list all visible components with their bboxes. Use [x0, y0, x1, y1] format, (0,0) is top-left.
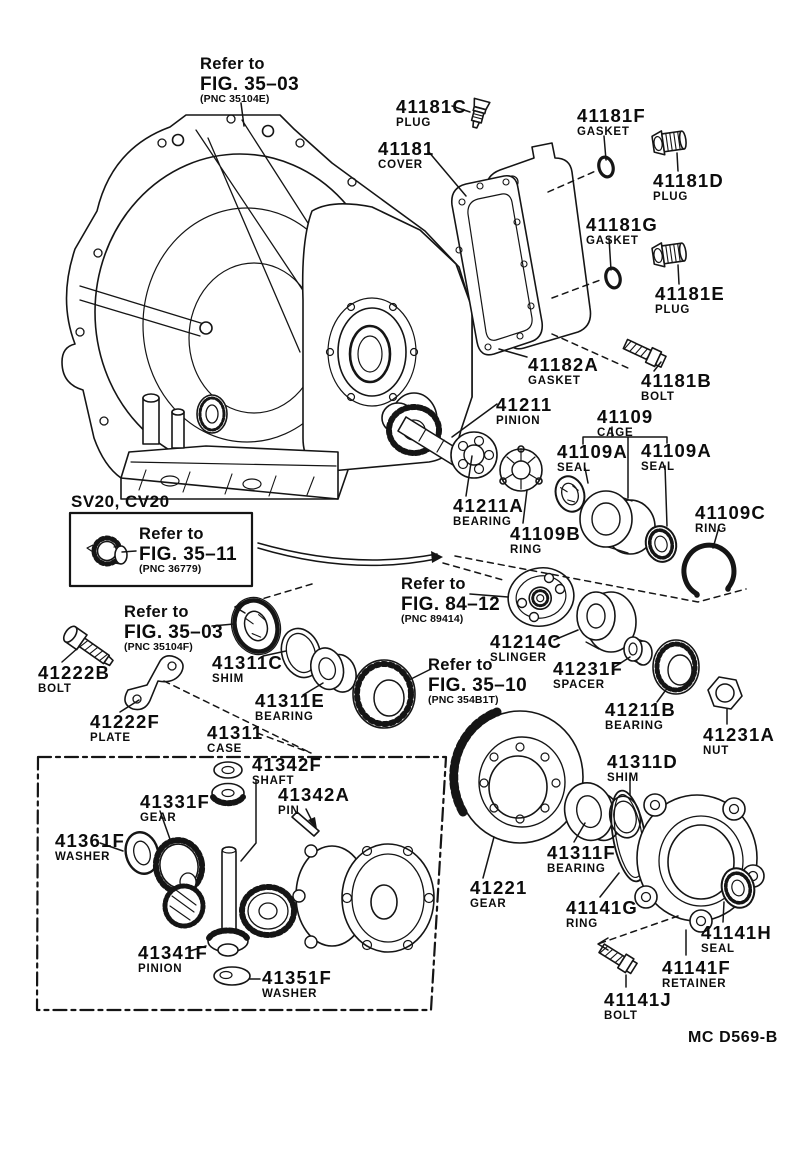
- ring-gear-art: [449, 707, 584, 844]
- sv20-cv20-box-art: [68, 511, 443, 588]
- diff-carrier-cluster-art: [563, 782, 765, 933]
- companion-flange-art: [507, 567, 575, 627]
- differential-box-art: [35, 755, 448, 1012]
- leader-lines: [61, 102, 747, 988]
- plugs-and-fasteners-art: [62, 97, 687, 975]
- cage-seal-row-art: [554, 475, 737, 598]
- slinger-art: [576, 591, 637, 653]
- mid-row-left-art: [124, 596, 416, 729]
- cover-gasket-art: [450, 142, 592, 356]
- pinion-shaft-art: [381, 402, 543, 492]
- right-row-art: [623, 636, 743, 710]
